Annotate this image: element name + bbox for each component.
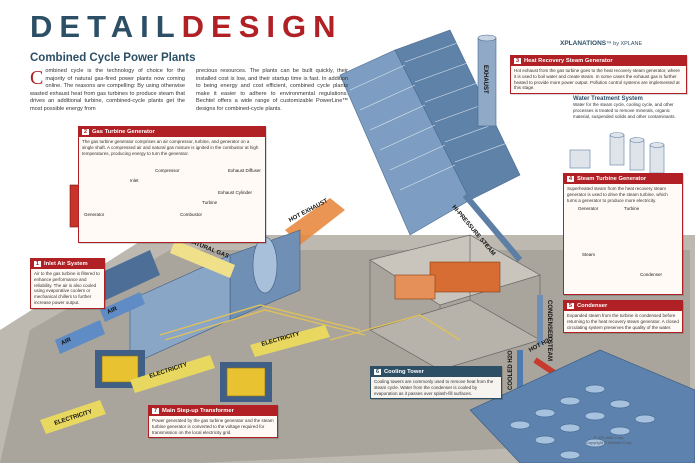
- water-treatment-tanks: [569, 132, 665, 174]
- water-treatment-body: Water for the steam cycle, cooling cycle…: [573, 102, 676, 119]
- steam-turbine: [394, 261, 501, 300]
- hrsg-units: [339, 29, 521, 236]
- label-st-turbine: Turbine: [624, 206, 640, 211]
- electricity-ribbon-3: [40, 400, 106, 434]
- gas-turbine-hall: [85, 229, 301, 366]
- intro-text-1: ombined cycle is the technology of choic…: [30, 68, 185, 112]
- stack-label: EXHAUST: [482, 65, 488, 94]
- label-combustor: Combustor: [180, 212, 203, 217]
- electricity-ribbon-1: [130, 355, 215, 393]
- label-exhaust-cylinder: Exhaust Cylinder: [218, 190, 253, 195]
- pipework: [159, 304, 461, 341]
- air-label-1: AIR: [60, 337, 73, 347]
- label-exhaust-diffuser: Exhaust Diffuser: [228, 168, 261, 173]
- title-part2: DESIGN: [181, 9, 343, 44]
- air-arrow-1: [55, 320, 105, 354]
- condensed-steam-label: CONDENSED STEAM: [546, 300, 552, 361]
- air-arrow-2: [100, 292, 145, 322]
- intro-dropcap: C: [30, 67, 44, 89]
- copyright-footer: © XPLANE Corp. Copyright © Bechtel Corp.: [586, 435, 633, 445]
- title-part1: DETAIL: [30, 9, 182, 44]
- brand-logo: XPLANATIONS™ by XPLANE: [560, 40, 643, 47]
- label-turbine: Turbine: [202, 200, 218, 205]
- electricity-ribbon-2: [250, 325, 330, 357]
- callout-body: Hot exhaust from the gas turbine goes to…: [514, 68, 680, 91]
- label-generator: Generator: [84, 212, 105, 217]
- label-inlet: Inlet: [130, 178, 139, 183]
- intro-column-2: precious resources. The plants can be bu…: [196, 68, 348, 112]
- water-treatment-title: Water Treatment System: [573, 96, 643, 102]
- natural-gas-arrow: [170, 240, 235, 278]
- transformers: [95, 350, 272, 402]
- water-treatment-note: Water Treatment System Water for the ste…: [573, 96, 678, 119]
- exhaust-stack: EXHAUST: [477, 34, 497, 127]
- callout-body: Cooling towers are commonly used to remo…: [374, 379, 494, 396]
- page-subtitle: Combined Cycle Power Plants: [30, 52, 196, 64]
- cooling-tower: [469, 349, 695, 463]
- label-st-steam: Steam: [582, 252, 596, 257]
- label-st-generator: Generator: [578, 206, 599, 211]
- page-title: DETAILDESIGN: [30, 10, 343, 44]
- air-label-2: AIR: [106, 306, 119, 316]
- label-compressor: Compressor: [155, 168, 180, 173]
- callout-body: Air to the gas turbine is filtered to en…: [34, 271, 100, 305]
- callout-body: Superheated steam from the heat recovery…: [567, 186, 668, 203]
- callout-body: Power generated by the gas turbine gener…: [152, 418, 274, 435]
- hp-steam-pipe: [462, 193, 523, 262]
- cooled-h2o-label: COOLED H2O: [508, 350, 514, 390]
- callout-body: Expanded steam from the turbine is conde…: [567, 313, 679, 330]
- callout-body: The gas turbine generator comprises an a…: [82, 139, 259, 156]
- label-st-condenser: Condenser: [640, 272, 663, 277]
